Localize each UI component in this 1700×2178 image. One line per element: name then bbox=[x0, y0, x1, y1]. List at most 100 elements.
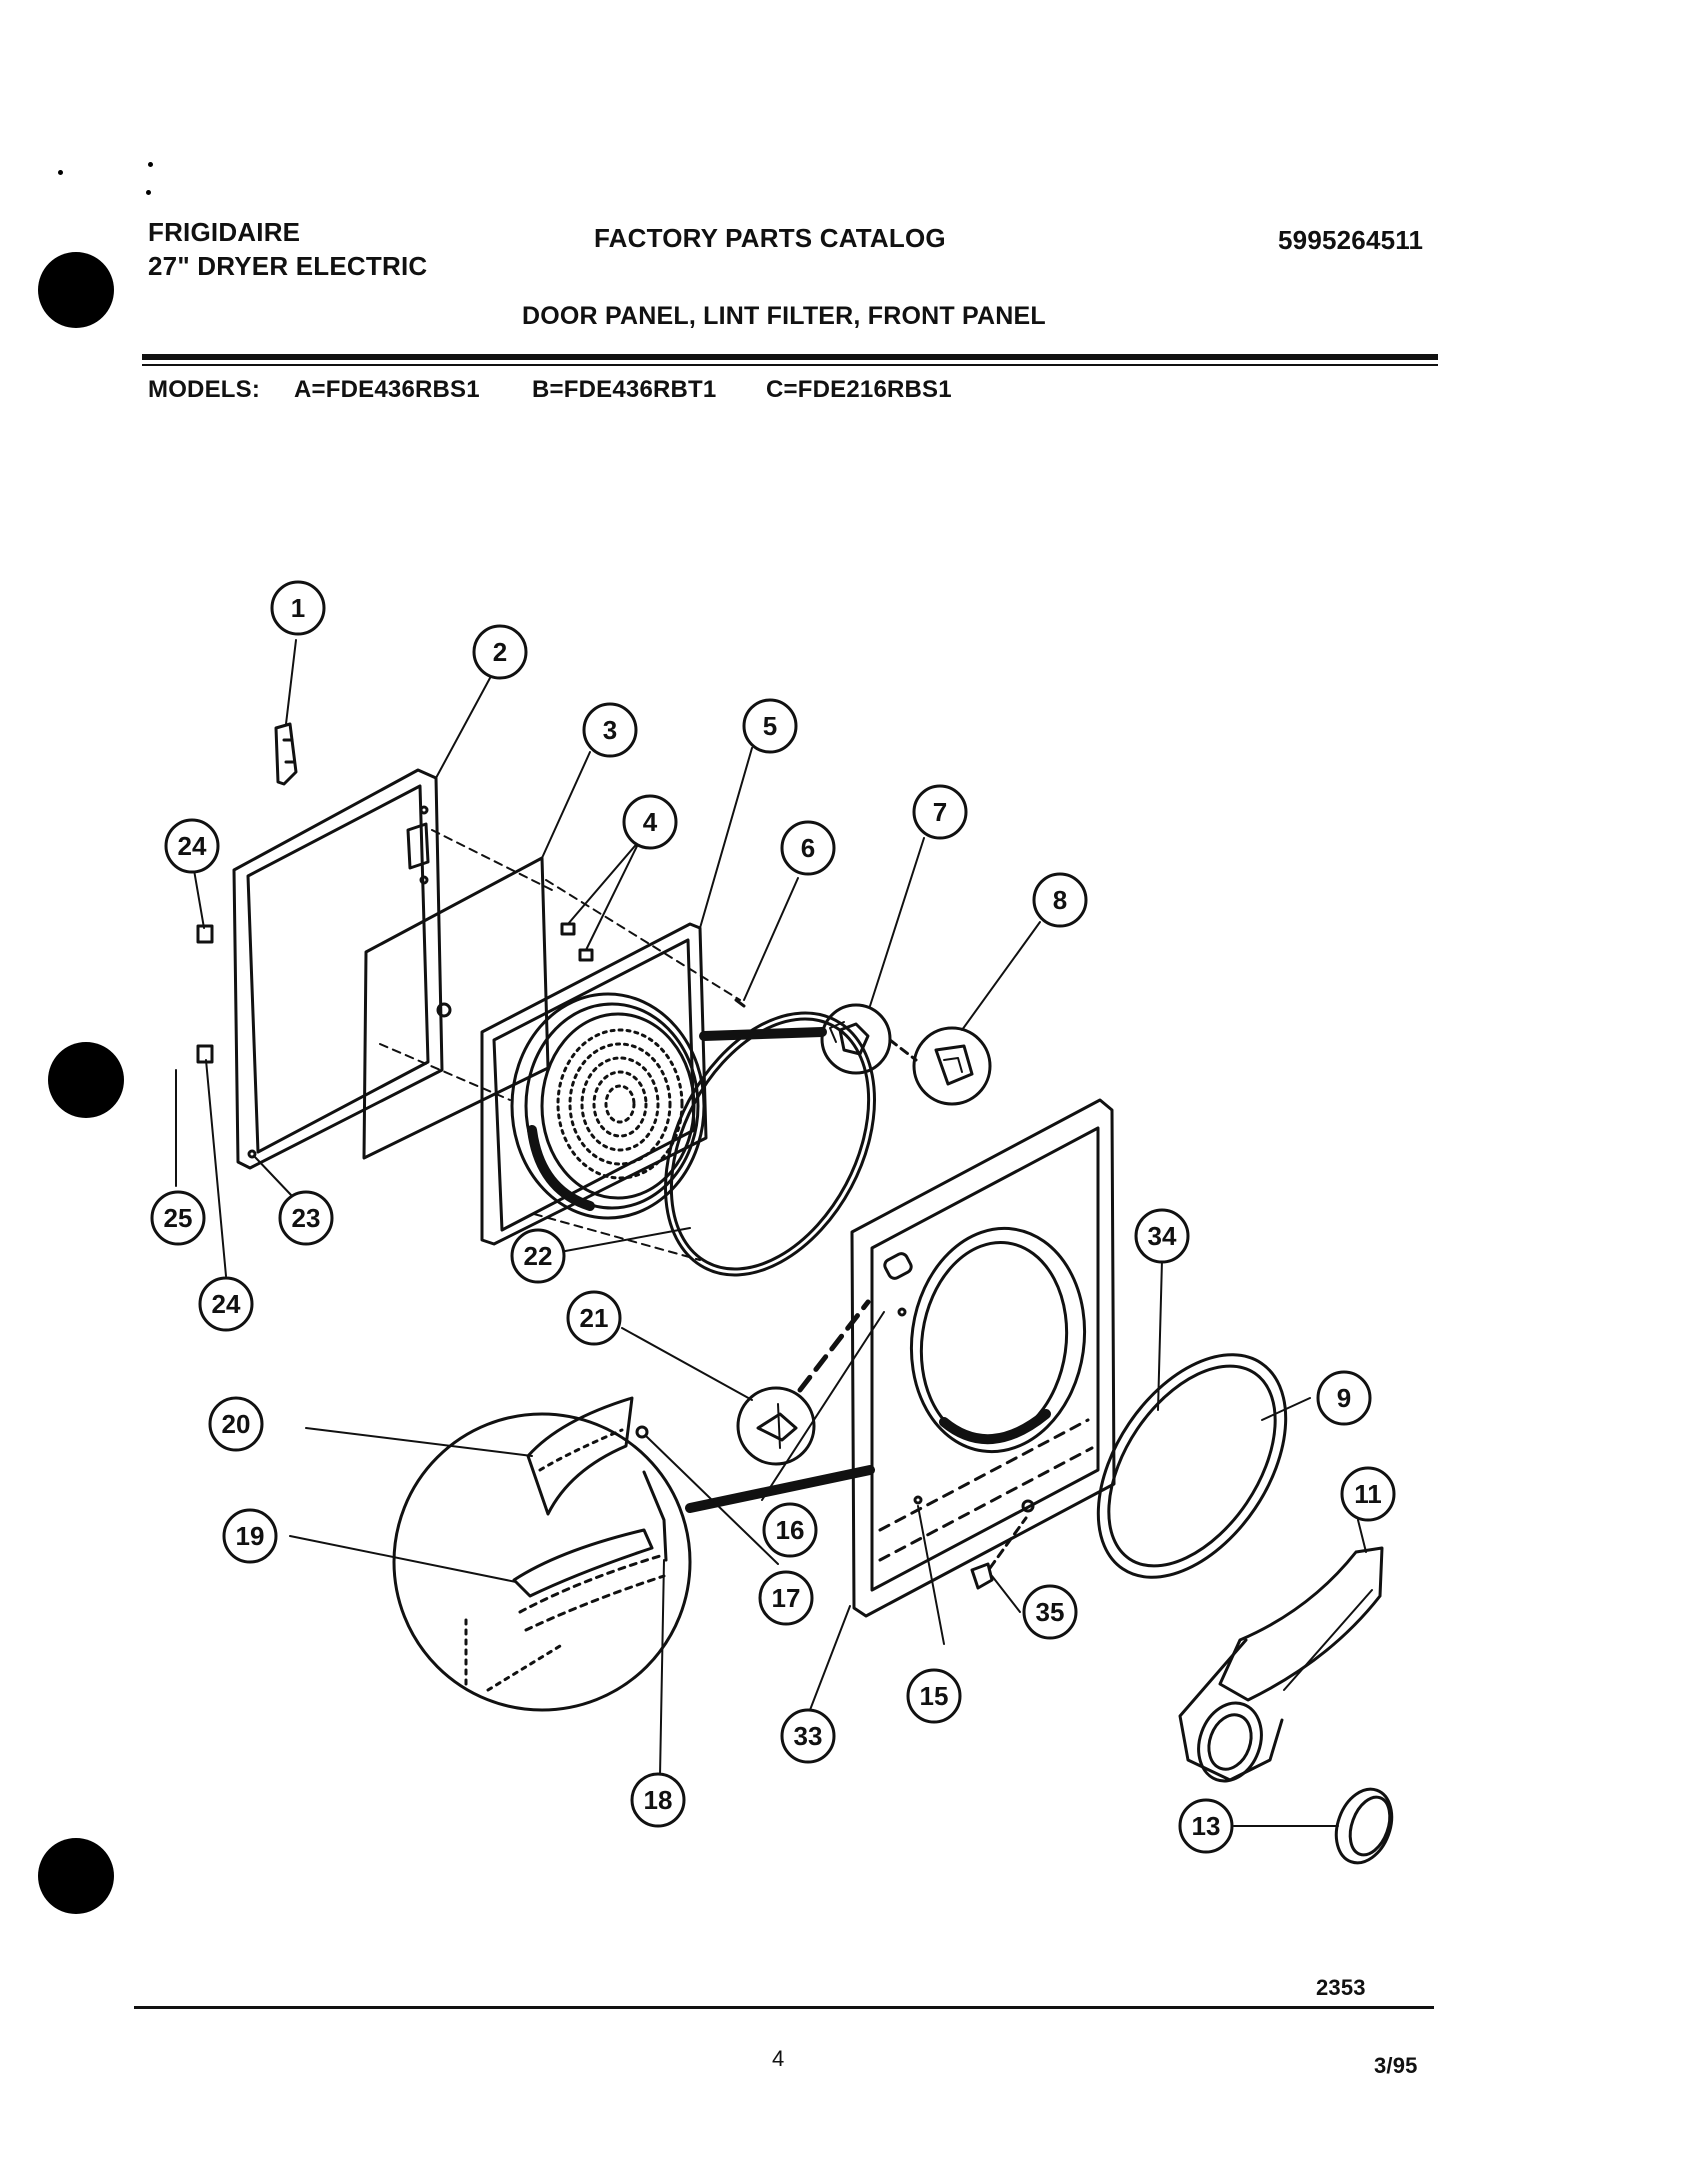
detail-circle-21 bbox=[736, 1386, 816, 1466]
brand-name: FRIGIDAIRE bbox=[148, 217, 301, 247]
callout-circle bbox=[164, 818, 220, 874]
callout-21: 21 bbox=[566, 1290, 622, 1346]
callout-circle bbox=[270, 580, 326, 636]
callout-13: 13 bbox=[1178, 1798, 1234, 1854]
callout-label: 16 bbox=[776, 1515, 805, 1545]
callout-label: 9 bbox=[1337, 1383, 1351, 1413]
header-rule-thick bbox=[142, 354, 1438, 360]
callout-23: 23 bbox=[278, 1190, 334, 1246]
hinge-bracket-top-part bbox=[196, 924, 214, 944]
dashed-guide-7-8 bbox=[888, 1038, 918, 1062]
callout-circle bbox=[150, 1190, 206, 1246]
callout-label: 18 bbox=[644, 1785, 673, 1815]
callout-circle bbox=[912, 784, 968, 840]
callout-circle bbox=[582, 702, 638, 758]
callout-label: 20 bbox=[222, 1409, 251, 1439]
callout-circle bbox=[758, 1570, 814, 1626]
front-panel-part bbox=[850, 1098, 1116, 1618]
assembly-guides bbox=[379, 829, 741, 1261]
section-title: DOOR PANEL, LINT FILTER, FRONT PANEL bbox=[522, 302, 1046, 330]
callout-16: 16 bbox=[762, 1502, 818, 1558]
detail-circle-large bbox=[392, 1396, 692, 1712]
callout-circle bbox=[208, 1396, 264, 1452]
callout-circle bbox=[1032, 872, 1088, 928]
callout-24: 24 bbox=[164, 818, 220, 874]
product-name: 27" DRYER ELECTRIC bbox=[148, 251, 428, 281]
callout-15: 15 bbox=[906, 1668, 962, 1724]
dashed-guide-35 bbox=[988, 1516, 1028, 1570]
callout-label: 25 bbox=[164, 1203, 193, 1233]
callout-7: 7 bbox=[912, 784, 968, 840]
callout-label: 15 bbox=[920, 1681, 949, 1711]
callout-label: 33 bbox=[794, 1721, 823, 1751]
callout-circle bbox=[780, 820, 836, 876]
callout-34: 34 bbox=[1134, 1208, 1190, 1264]
callout-17: 17 bbox=[758, 1570, 814, 1626]
scan-dot bbox=[146, 190, 151, 195]
footer-rule bbox=[134, 2006, 1434, 2009]
screw-23-part bbox=[247, 1149, 257, 1159]
screw-part bbox=[734, 998, 746, 1008]
door-panel-inner-part bbox=[362, 856, 550, 1160]
callout-label: 23 bbox=[292, 1203, 321, 1233]
callout-circle bbox=[1022, 1584, 1078, 1640]
callout-18: 18 bbox=[630, 1772, 686, 1828]
scan-dot bbox=[58, 170, 63, 175]
callout-4: 4 bbox=[622, 794, 678, 850]
callout-1: 1 bbox=[270, 580, 326, 636]
callout-6: 6 bbox=[780, 820, 836, 876]
callout-9: 9 bbox=[1316, 1370, 1372, 1426]
door-panel-outer-part bbox=[232, 768, 444, 1170]
callout-label: 24 bbox=[212, 1289, 241, 1319]
callout-label: 19 bbox=[236, 1521, 265, 1551]
plug-part bbox=[970, 1562, 994, 1590]
drum-seal-ring-part bbox=[1096, 1353, 1288, 1579]
detail-leader-large bbox=[685, 1465, 875, 1513]
callout-3: 3 bbox=[582, 702, 638, 758]
dashed-guide-21 bbox=[797, 1299, 871, 1393]
callout-label: 35 bbox=[1036, 1597, 1065, 1627]
detail-leader-7 bbox=[699, 1027, 827, 1041]
callout-circle bbox=[1340, 1466, 1396, 1522]
callout-circle bbox=[630, 1772, 686, 1828]
door-screws-part bbox=[560, 922, 594, 962]
callout-24: 24 bbox=[198, 1276, 254, 1332]
callout-label: 24 bbox=[178, 831, 207, 861]
callout-label: 2 bbox=[493, 637, 507, 667]
callout-circle bbox=[906, 1668, 962, 1724]
model-c: C=FDE216RBS1 bbox=[766, 376, 952, 403]
callout-circle bbox=[1134, 1208, 1190, 1264]
callout-35: 35 bbox=[1022, 1584, 1078, 1640]
callout-circle bbox=[566, 1290, 622, 1346]
callout-label: 22 bbox=[524, 1241, 553, 1271]
callout-circle bbox=[510, 1228, 566, 1284]
callout-circle bbox=[622, 794, 678, 850]
callout-circle bbox=[780, 1708, 836, 1764]
callout-circle bbox=[742, 698, 798, 754]
lint-duct-part bbox=[1178, 1546, 1384, 1783]
callout-label: 3 bbox=[603, 715, 617, 745]
callout-circle bbox=[198, 1276, 254, 1332]
callout-circle bbox=[222, 1508, 278, 1564]
callout-11: 11 bbox=[1340, 1466, 1396, 1522]
callout-label: 8 bbox=[1053, 885, 1067, 915]
callout-5: 5 bbox=[742, 698, 798, 754]
models-label: MODELS: bbox=[148, 376, 261, 403]
callout-label: 6 bbox=[801, 833, 815, 863]
binder-hole-middle bbox=[48, 1042, 124, 1118]
callout-label: 7 bbox=[933, 797, 947, 827]
callout-leaders bbox=[175, 639, 1367, 1827]
callout-label: 34 bbox=[1148, 1221, 1177, 1251]
callout-label: 17 bbox=[772, 1583, 801, 1613]
catalog-title: FACTORY PARTS CATALOG bbox=[594, 223, 946, 253]
model-b: B=FDE436RBT1 bbox=[532, 376, 717, 403]
callout-circle bbox=[1316, 1370, 1372, 1426]
binder-hole-bottom bbox=[38, 1838, 114, 1914]
callout-label: 5 bbox=[763, 711, 777, 741]
page-number: 4 bbox=[772, 2046, 785, 2071]
callout-circle bbox=[472, 624, 528, 680]
callout-label: 13 bbox=[1192, 1811, 1221, 1841]
callout-label: 21 bbox=[580, 1303, 609, 1333]
